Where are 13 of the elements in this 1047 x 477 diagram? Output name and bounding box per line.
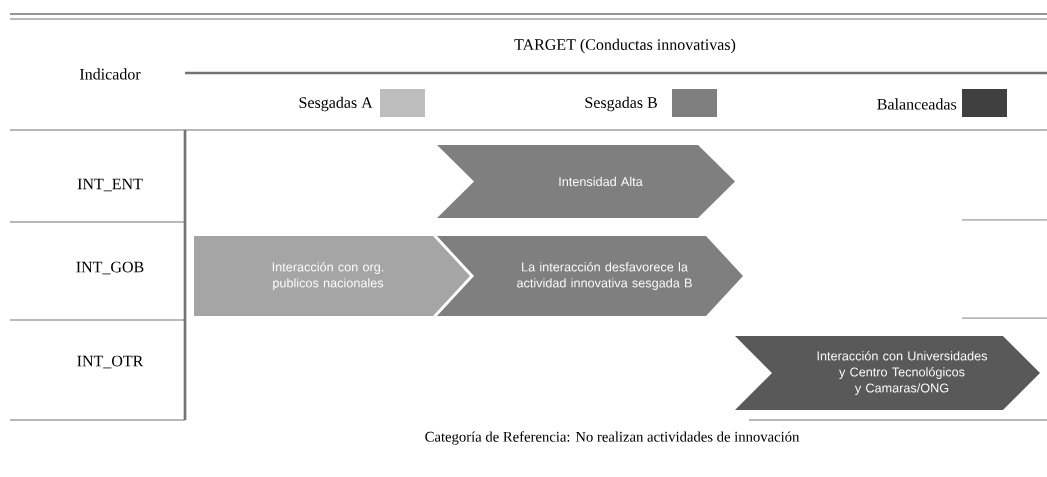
table-note: Categoría de Referencia: No realizan actividades de innovación	[425, 431, 800, 445]
legend-label: Sesgadas A	[299, 96, 373, 112]
column-header: Indicador	[79, 68, 141, 80]
column-header: TARGET (Conductas innovativas)	[514, 38, 736, 54]
row-header: INT_ENT	[77, 178, 143, 192]
chevron-box: Interacción con org. publicos nacionales	[194, 236, 470, 316]
chevron-box: La interacción desfavorece la actividad innovativa sesgada B	[437, 236, 743, 316]
chevron-box: Intensidad Alta	[437, 145, 735, 218]
legend-label: Balanceadas	[877, 98, 957, 110]
row-header: INT_OTR	[77, 355, 144, 369]
legend-label: Sesgadas B	[585, 96, 657, 112]
chevron-box: Interacción con Universidades y Centro Tecnológicos y Camaras/ONG	[735, 336, 1040, 410]
row-header: INT_GOB	[76, 261, 144, 275]
